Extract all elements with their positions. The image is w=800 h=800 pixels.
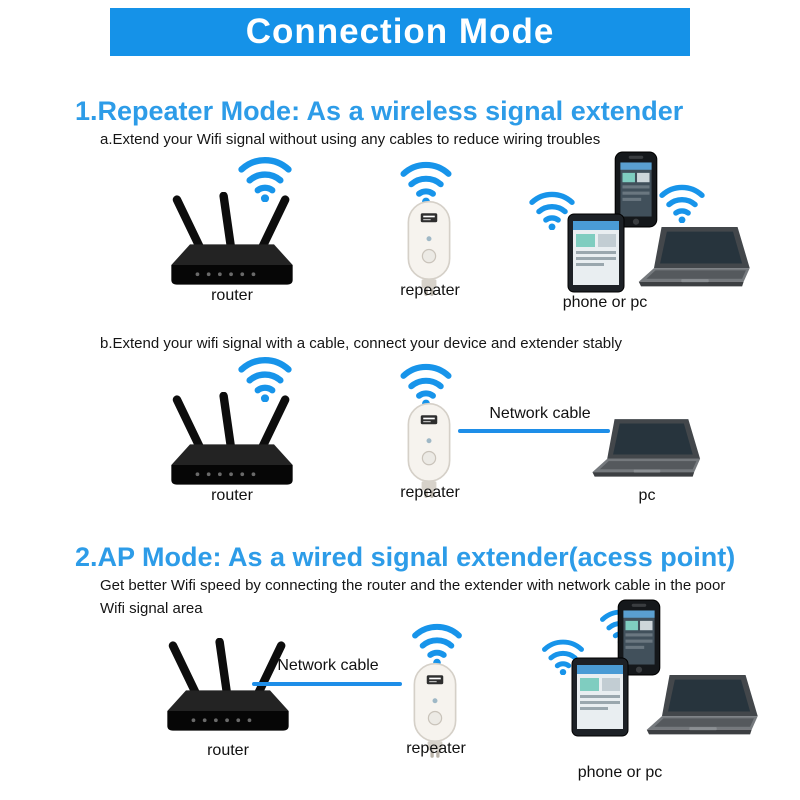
router-illustration	[162, 392, 302, 495]
repeater-label: repeater	[400, 484, 460, 501]
router-label: router	[211, 287, 253, 304]
network-cable-line	[252, 682, 402, 686]
tablet-illustration	[566, 212, 626, 294]
router-label: router	[211, 487, 253, 504]
section1-heading: 1.Repeater Mode: As a wireless signal ex…	[75, 96, 684, 127]
wifi-icon	[657, 183, 707, 223]
wifi-icon	[410, 622, 464, 666]
section2-description: Get better Wifi speed by connecting the …	[100, 577, 726, 617]
section1-note-b: b.Extend your wifi signal with a cable, …	[100, 335, 622, 352]
repeater-label: repeater	[406, 740, 466, 757]
devices-label: phone or pc	[577, 764, 663, 781]
router-illustration	[158, 638, 298, 741]
router-illustration	[162, 192, 302, 295]
laptop-illustration	[634, 224, 756, 300]
network-cable-label: Network cable	[277, 657, 379, 674]
banner: Connection Mode	[110, 8, 690, 56]
pc-label: pc	[638, 487, 656, 504]
network-cable-line	[458, 429, 610, 433]
banner-title: Connection Mode	[245, 12, 555, 51]
devices-label: phone or pc	[562, 294, 648, 311]
laptop-illustration	[588, 416, 706, 490]
wifi-icon	[398, 160, 454, 205]
network-cable-label: Network cable	[489, 405, 591, 422]
repeater-label: repeater	[400, 282, 460, 299]
section1-note-a: a.Extend your Wifi signal without using …	[100, 131, 601, 148]
tablet-illustration	[570, 656, 630, 738]
wifi-icon	[398, 362, 454, 407]
router-label: router	[207, 742, 249, 759]
section2-heading: 2.AP Mode: As a wired signal extender(ac…	[75, 542, 736, 573]
laptop-illustration	[642, 672, 764, 748]
